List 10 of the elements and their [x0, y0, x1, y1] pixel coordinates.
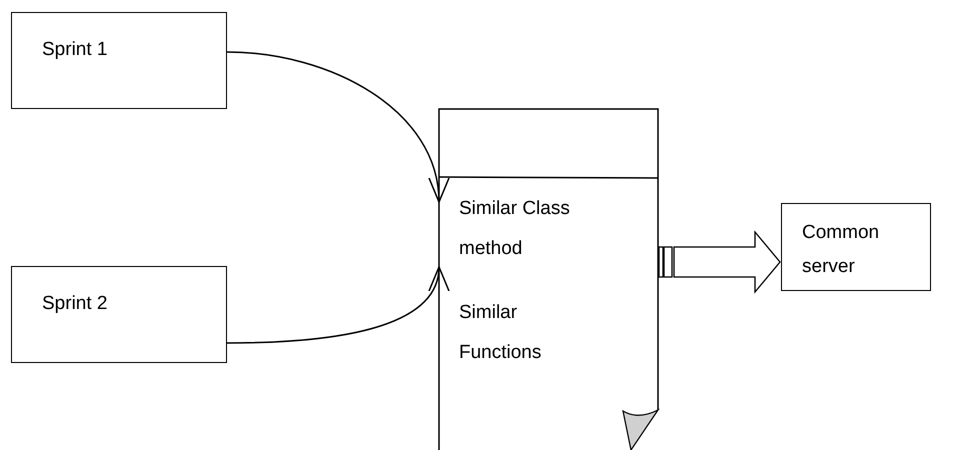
node-text: Sprint 1: [42, 38, 108, 62]
process-box: [11, 12, 227, 109]
node-text: Similar Class method: [459, 197, 571, 261]
node-text: Common server: [802, 221, 880, 279]
block-arrow: [658, 230, 781, 294]
node-text: Sprint 2: [42, 292, 108, 316]
process-box: [11, 266, 227, 363]
node-text: Similar Functions: [459, 301, 542, 365]
curved-arrow: [226, 51, 448, 203]
process-box: [781, 203, 931, 291]
